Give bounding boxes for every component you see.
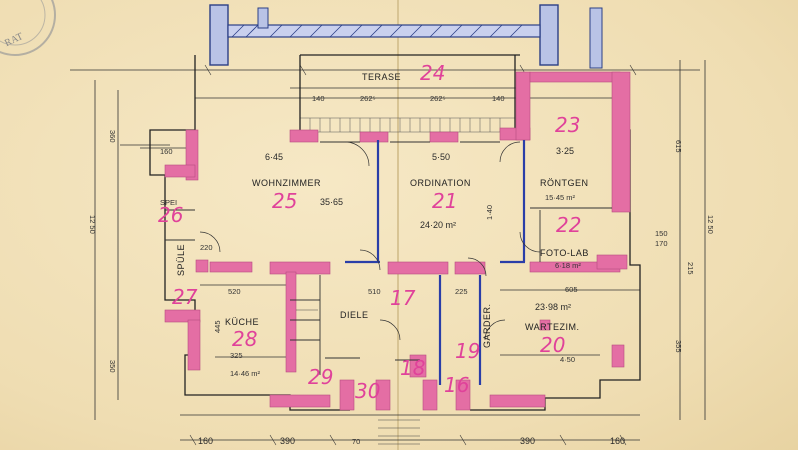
dim-misc-11: 150 [655,229,668,238]
room-name-wartezim: WARTEZIM. [525,322,580,332]
interior-walls [165,141,612,375]
dim-right-2: 12 50 [706,215,715,234]
room-number-17: 17 [390,286,416,310]
dim-misc-17: 3·25 [556,146,574,156]
dim-misc-2: 5·50 [432,152,450,162]
dim-misc-4: 520 [228,287,241,296]
official-stamp: RAT [0,0,56,56]
dim-top-1: 140 [312,94,325,103]
dim-misc-8: 510 [368,287,381,296]
parapet-hatch [231,24,523,38]
area-roentgen: 15·45 m² [545,193,576,202]
room-number-16: 16 [444,373,469,397]
dim-misc-12: 170 [655,239,668,248]
room-name-garder: GARDER. [482,303,492,348]
room-name-fotolab: FOTO-LAB [540,248,589,258]
dim-left-1: 360 [108,130,117,143]
dim-bottom-5: 160 [610,436,625,446]
dim-misc-5: 605 [565,285,578,294]
area-ordination: 24·20 m² [420,220,456,230]
room-number-20: 20 [540,333,565,357]
terrace-tiles [299,117,516,133]
dim-misc-18: 1·40 [485,205,494,220]
room-number-26: 26 [158,203,183,227]
dim-right-4: 215 [686,262,695,275]
dim-top-4: 140 [492,94,505,103]
room-number-24: 24 [420,61,445,85]
room-number-27: 27 [172,285,198,309]
dim-bottom-1: 160 [198,436,213,446]
room-name-kueche: KÜCHE [225,317,259,327]
room-name-spuele: SPÜLE [176,244,186,276]
blue-partitions [345,140,526,385]
room-number-25: 25 [272,189,297,213]
room-number-30: 30 [355,379,380,403]
dim-misc-9: 225 [455,287,468,296]
dim-misc-3: 325 [230,351,243,360]
room-name-ordination: ORDINATION [410,178,471,188]
dim-right-3: 355 [674,340,683,353]
room-name-roentgen: RÖNTGEN [540,178,589,188]
room-numbers: 24 25 21 22 23 20 28 17 27 26 19 29 30 1… [158,61,581,403]
room-number-23: 23 [555,113,580,137]
room-name-diele: DIELE [340,310,369,320]
stair-treads [296,299,420,445]
dim-misc-10: 160 [160,147,173,156]
room-name-wohnzimmer: WOHNZIMMER [252,178,321,188]
dim-bottom-2: 390 [280,436,295,446]
room-number-29: 29 [308,365,333,389]
room-number-28: 28 [232,327,257,351]
dim-bottom-3: 70 [352,437,360,446]
dim-misc-13: 220 [200,243,213,252]
dimension-lines [70,60,706,441]
dim-top-2: 262⁵ [360,94,376,103]
room-name-terrace: TERASE [362,72,401,82]
dimension-labels: 140 262⁵ 262⁵ 140 160 390 70 390 160 360… [88,94,715,446]
room-number-18: 18 [400,356,425,380]
area-kueche: 14·46 m² [230,369,261,378]
terrace-parapet [209,4,603,69]
dim-left-3: 350 [108,360,117,373]
dim-bottom-4: 390 [520,436,535,446]
room-number-21: 21 [432,189,457,213]
dim-misc-7: 4·50 [560,355,575,364]
room-number-22: 22 [556,213,581,237]
door-swings [199,141,541,341]
dim-top-3: 262⁵ [430,94,446,103]
dim-right-1: 615 [674,140,683,153]
pink-walls [164,71,631,411]
dim-misc-1: 6·45 [265,152,283,162]
area-wartezim: 23·98 m² [535,302,571,312]
dim-misc-15: 445 [213,320,222,333]
room-name-spei: SPEI [160,198,177,207]
room-areas: 35·65 24·20 m² 15·45 m² 6·18 m² 23·98 m²… [230,193,581,378]
area-wohnzimmer: 35·65 [320,197,343,207]
room-number-19: 19 [455,339,480,363]
area-fotolab: 6·18 m² [555,261,581,270]
stamp-text: RAT [3,31,25,49]
room-labels: TERASE WOHNZIMMER ORDINATION RÖNTGEN FOT… [160,72,589,348]
dim-left-2: 12 50 [88,215,97,234]
